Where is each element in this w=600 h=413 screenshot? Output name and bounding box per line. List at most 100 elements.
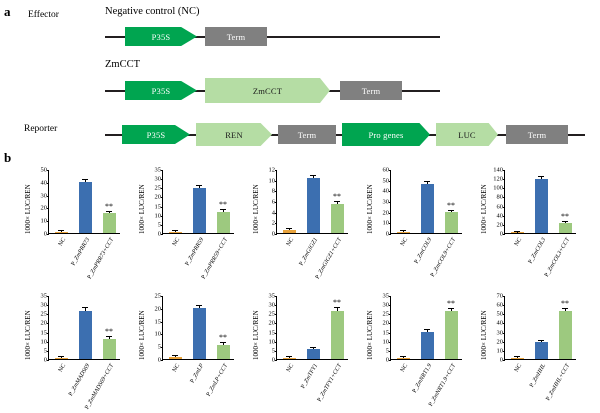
error-bar-cap (82, 307, 88, 308)
y-tick-mark (503, 216, 506, 217)
error-bar-cap (514, 356, 520, 357)
error-bar-cap (514, 231, 520, 232)
y-axis-title: 1000× LUC/REN (252, 310, 260, 360)
y-tick-mark (275, 213, 278, 214)
element-p35s-3: P35S (122, 125, 190, 144)
bar (79, 182, 92, 233)
y-tick-mark (389, 351, 392, 352)
element-pro-genes: Pro genes (342, 123, 430, 146)
error-bar-cap (562, 308, 568, 309)
error-bar (175, 231, 176, 232)
y-tick-mark (161, 170, 164, 171)
y-tick-mark (161, 197, 164, 198)
significance-annotation: ** (561, 212, 569, 221)
bar (79, 311, 92, 359)
error-bar (337, 202, 338, 204)
error-bar-cap (172, 355, 178, 356)
y-tick-mark (47, 305, 50, 306)
y-tick-mark (47, 196, 50, 197)
error-bar-cap (172, 230, 178, 231)
y-axis-title: 1000× LUC/REN (252, 184, 260, 234)
error-bar-cap (82, 179, 88, 180)
bar (307, 349, 320, 359)
y-tick-mark (275, 234, 278, 235)
y-tick-mark (275, 191, 278, 192)
error-bar (175, 356, 176, 357)
y-tick-mark (47, 342, 50, 343)
y-tick-mark (389, 342, 392, 343)
y-tick-mark (389, 213, 392, 214)
bar (397, 358, 410, 359)
error-bar (565, 222, 566, 223)
error-bar (541, 177, 542, 179)
y-tick-mark (47, 314, 50, 315)
error-bar (109, 212, 110, 214)
element-term-1: Term (205, 27, 267, 46)
element-luc: LUC (436, 123, 498, 146)
error-bar-cap (310, 347, 316, 348)
y-axis-title: 1000× LUC/REN (138, 184, 146, 234)
panel-a: a Effector Negative control (NC) P35S Te… (0, 0, 600, 150)
y-axis-title: 1000× LUC/REN (366, 310, 374, 360)
y-tick-mark (161, 296, 164, 297)
y-tick-mark (503, 170, 506, 171)
significance-annotation: ** (447, 299, 455, 308)
y-axis-title: 1000× LUC/REN (24, 310, 32, 360)
error-bar (289, 229, 290, 231)
y-tick-mark (389, 234, 392, 235)
error-bar (289, 357, 290, 358)
bar (193, 188, 206, 233)
y-tick-mark (161, 309, 164, 310)
y-tick-mark (503, 351, 506, 352)
error-bar-cap (538, 340, 544, 341)
y-tick-mark (161, 179, 164, 180)
error-bar (223, 343, 224, 345)
y-tick-mark (47, 296, 50, 297)
y-tick-mark (47, 170, 50, 171)
error-bar (85, 308, 86, 310)
panel-b-label: b (4, 150, 11, 166)
y-tick-mark (47, 360, 50, 361)
y-tick-mark (389, 305, 392, 306)
error-bar (541, 341, 542, 342)
y-tick-mark (389, 323, 392, 324)
bar (331, 311, 344, 359)
y-tick-mark (275, 333, 278, 334)
bar (169, 357, 182, 359)
error-bar-cap (562, 221, 568, 222)
y-tick-mark (503, 342, 506, 343)
error-bar (451, 309, 452, 311)
y-tick-mark (389, 314, 392, 315)
y-tick-mark (275, 323, 278, 324)
error-bar-cap (220, 342, 226, 343)
construct-title-zmcct: ZmCCT (105, 59, 140, 70)
bar (559, 311, 572, 359)
bar (103, 213, 116, 233)
element-p35s-1: P35S (125, 27, 197, 46)
error-bar (313, 176, 314, 178)
bar (421, 332, 434, 359)
construct-title-nc: Negative control (NC) (105, 6, 199, 17)
y-axis-title: 1000× LUC/REN (480, 184, 488, 234)
error-bar (223, 210, 224, 212)
y-tick-mark (275, 360, 278, 361)
error-bar-cap (400, 230, 406, 231)
error-bar-cap (196, 305, 202, 306)
y-tick-mark (389, 202, 392, 203)
error-bar (565, 309, 566, 311)
y-tick-mark (275, 170, 278, 171)
y-tick-mark (47, 351, 50, 352)
y-tick-mark (389, 191, 392, 192)
y-tick-mark (161, 334, 164, 335)
bar (283, 358, 296, 359)
error-bar (199, 306, 200, 308)
error-bar-cap (334, 307, 340, 308)
y-tick-mark (275, 351, 278, 352)
error-bar (61, 357, 62, 358)
